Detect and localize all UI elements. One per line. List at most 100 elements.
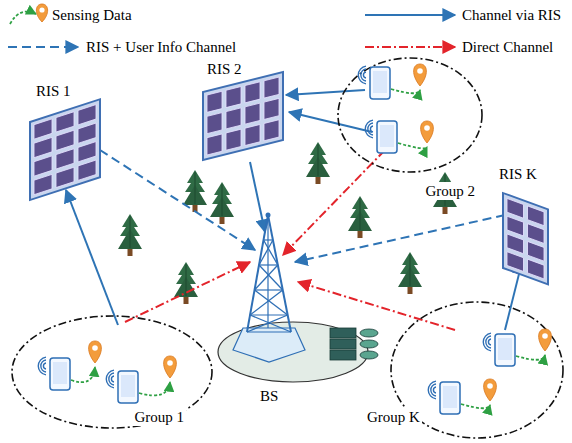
tower-strut [255, 289, 283, 290]
wifi-arc [110, 376, 117, 383]
ris-element [207, 113, 222, 134]
direct-channel-sample [365, 46, 455, 48]
location-pin-dot [424, 125, 430, 131]
ris-element [245, 103, 260, 124]
wifi-arc [362, 119, 382, 139]
wifi-arc [425, 380, 445, 400]
bs-platform [218, 322, 368, 382]
phone-screen [443, 386, 457, 408]
trees [118, 142, 457, 304]
database-disk [360, 329, 378, 337]
user-group-node: Group 2 [335, 55, 485, 200]
ris-element [245, 82, 260, 103]
ris-element [56, 112, 74, 132]
wifi-arc [362, 72, 369, 79]
second-ris-channel-line [289, 112, 372, 132]
sensing-arrow [461, 404, 490, 408]
ris-element [264, 120, 279, 141]
sensing-arrow [71, 367, 95, 382]
sensing-arrow [391, 89, 420, 93]
phone-screen [373, 71, 387, 93]
ris-element [245, 124, 260, 145]
wifi-arc [35, 356, 55, 376]
user-device [103, 356, 177, 403]
wifi-arc [487, 339, 494, 346]
location-pin [539, 329, 552, 351]
node-label: RIS 2 [207, 60, 242, 78]
group-outline [338, 58, 482, 172]
sensing-arrow [516, 355, 545, 360]
ris-element [528, 259, 545, 279]
sensing-arrow [398, 143, 427, 148]
direct-channel [298, 282, 455, 330]
node-shape [215, 210, 375, 405]
server-unit [330, 350, 356, 360]
location-pin-dot [39, 7, 44, 12]
server-unit [330, 328, 356, 338]
wifi-arc [355, 65, 375, 85]
node-shape [22, 82, 110, 204]
ris-element [34, 156, 52, 176]
ris-info-channel-sample [8, 46, 78, 48]
tree [348, 196, 372, 238]
user-device [355, 64, 427, 99]
tower-strut [264, 239, 273, 240]
ris-element [226, 108, 241, 129]
ris-element [34, 174, 52, 194]
phone-body [377, 121, 397, 153]
ris-element [56, 149, 74, 169]
ris-frame [30, 99, 100, 200]
phone-body [440, 382, 460, 414]
node-label: Group 1 [132, 408, 186, 426]
base-station-node: BS [215, 210, 375, 405]
ris-element [507, 216, 524, 236]
location-pin-sample [36, 4, 47, 22]
group-outline [12, 316, 212, 428]
location-pin-dot [417, 68, 423, 74]
location-pin-dot [487, 383, 493, 389]
phone-body [50, 358, 70, 390]
legend-label: Channel via RIS [462, 6, 561, 24]
ris-element [34, 119, 52, 139]
database-disk [360, 340, 378, 348]
user-device [480, 329, 552, 366]
ris-node: RIS 2 [195, 60, 295, 165]
location-pin-dot [542, 333, 548, 339]
tower-strut [259, 265, 283, 290]
wifi-arc [369, 126, 376, 133]
ris-element [528, 206, 545, 226]
legend-label: Direct Channel [462, 38, 553, 56]
phone-screen [380, 125, 394, 147]
ris-frame [203, 72, 283, 160]
node-label: Group 2 [423, 182, 477, 200]
tree [118, 214, 142, 256]
ris-element [507, 234, 524, 254]
ris-info-channel [100, 150, 255, 250]
phone-body [370, 67, 390, 99]
server-stack [330, 328, 378, 360]
tower-strut [259, 264, 278, 265]
tree [398, 252, 422, 294]
node-label: RIS 1 [36, 82, 71, 100]
tower-strut [255, 290, 288, 315]
ris-channel [286, 90, 365, 95]
ris-element [507, 198, 524, 218]
ris-element [78, 123, 96, 143]
sensing-arrow [139, 382, 170, 395]
user-group-node: Group 1 [8, 312, 216, 434]
ris-channel-sample [365, 14, 455, 16]
ris-element [264, 98, 279, 119]
sensing-arrow-sample [10, 12, 36, 24]
tower-strut [255, 265, 278, 290]
location-pin-dot [92, 345, 98, 351]
node-shape [495, 165, 560, 290]
tower-strut [267, 215, 268, 328]
ris-element [78, 105, 96, 125]
direct-channel [125, 262, 250, 322]
ris-info-channel [295, 215, 505, 262]
node-shape [335, 55, 485, 200]
tower-strut [259, 240, 273, 265]
ris-element [207, 134, 222, 155]
node-label: BS [260, 387, 278, 405]
legend-label: Sensing Data [52, 6, 132, 24]
